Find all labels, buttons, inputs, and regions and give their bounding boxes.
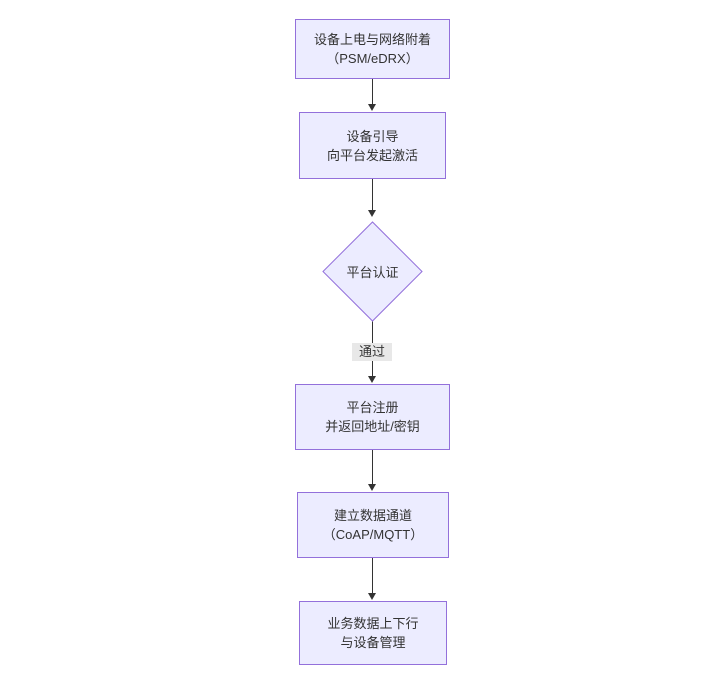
node-label-line: 业务数据上下行 [327,616,419,631]
arrow-down-icon [368,376,376,383]
node-business: 业务数据上下行 与设备管理 [299,601,447,665]
arrow-down-icon [368,484,376,491]
node-label-line: 设备引导 [346,128,399,144]
edge-power-attach-to-bootstrap [372,79,373,104]
node-channel: 建立数据通道 （CoAP/MQTT） [297,492,449,558]
edge-label-pass: 通过 [352,343,393,361]
arrow-down-icon [368,593,376,600]
arrow-down-icon [368,210,376,217]
node-auth-decision: 平台认证 [322,221,423,322]
node-label-line: 平台注册 [346,400,399,415]
node-power-attach: 设备上电与网络附着 （PSM/eDRX） [295,19,450,79]
node-bootstrap: 设备引导 向平台发起激活 [299,112,446,179]
node-label-line: 设备上电与网络附着 [313,32,431,47]
arrow-down-icon [368,104,376,111]
node-label-line: （CoAP/MQTT） [322,527,424,542]
edge-register-to-channel [372,450,373,484]
node-label-line: 建立数据通道 [333,508,412,523]
edge-channel-to-business [372,558,373,593]
node-register: 平台注册 并返回地址/密钥 [295,384,450,450]
node-label-line: 向平台发起激活 [326,147,418,163]
node-label-line: 并返回地址/密钥 [325,419,420,434]
edge-bootstrap-to-auth [372,179,373,210]
node-label-line: 平台认证 [346,265,399,280]
node-label-line: （PSM/eDRX） [326,51,419,66]
node-label-line: 与设备管理 [340,635,406,650]
